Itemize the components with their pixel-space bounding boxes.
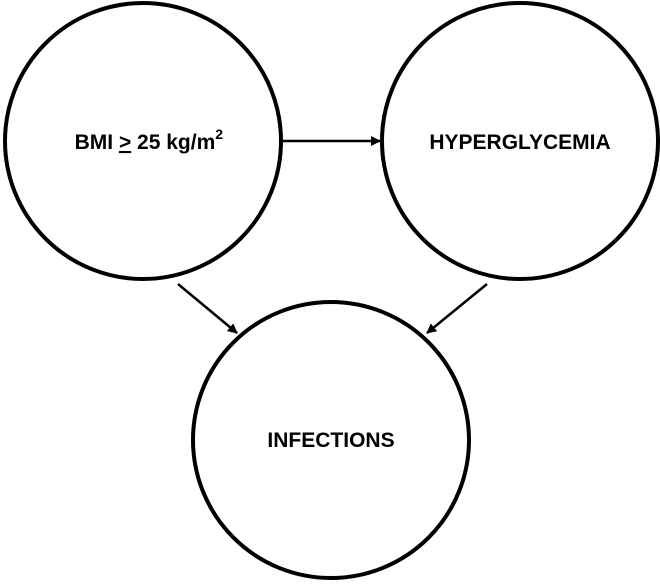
node-infections-circle	[191, 300, 471, 580]
edge-hyperglycemia-to-infections	[426, 283, 488, 334]
node-bmi-circle	[3, 1, 283, 281]
bmi-label-value: 25 kg/m	[131, 131, 215, 154]
node-bmi-label: BMI > 25 kg/m2	[34, 121, 252, 154]
bmi-label-relation: >	[119, 131, 131, 154]
bmi-label-prefix: BMI	[75, 131, 119, 154]
node-hyperglycemia-circle	[380, 1, 660, 281]
node-infections: INFECTIONS	[191, 300, 471, 580]
node-hyperglycemia: HYPERGLYCEMIA	[380, 1, 660, 281]
edge-bmi-to-infections	[177, 283, 238, 334]
bmi-label-superscript: 2	[215, 126, 223, 142]
node-infections-label: INFECTIONS	[267, 429, 394, 452]
node-hyperglycemia-label: HYPERGLYCEMIA	[429, 131, 610, 154]
node-bmi: BMI > 25 kg/m2	[3, 1, 283, 281]
